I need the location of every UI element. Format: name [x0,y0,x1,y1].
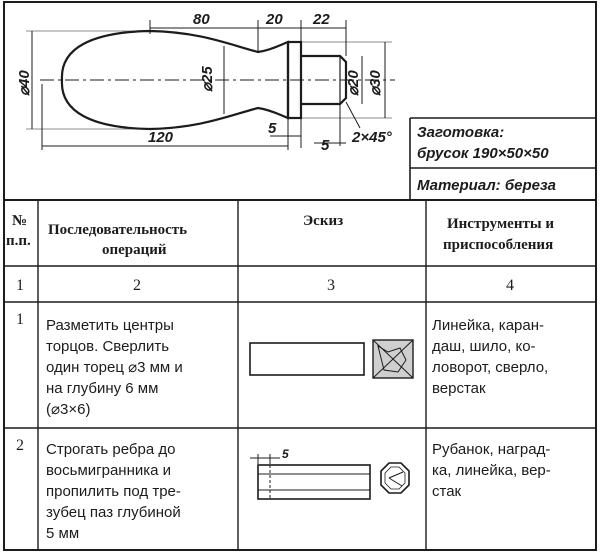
row1-no: 1 [16,311,24,328]
row1-tool-line1: Линейка, каран- [432,317,544,334]
material-label: Материал: береза [417,177,556,194]
header-tools-line2: приспособления [443,237,553,253]
row2-op-line5: 5 мм [46,525,79,542]
dim-5b: 5 [321,137,330,154]
row1-op-line5: (⌀3×6) [46,401,90,418]
header-no-line1: № [12,213,27,229]
row1-tool-line4: верстак [432,380,486,397]
dim-dia20: ⌀20 [345,70,362,96]
row1-sketch-end-view [372,339,414,379]
dim-dia30: ⌀30 [367,70,384,96]
chamfer-leader [345,101,361,129]
row2-tool-line1: Рубанок, наград- [432,441,550,458]
row2-op-line3: пропилить под тре- [46,483,181,500]
row2-sketch-dim: 5 [282,447,289,461]
row1-op-line3: один торец ⌀3 мм и [46,359,183,376]
operations-table: № п.п. Последовательность операций Эскиз… [4,199,596,550]
blank-value: брусок 190×50×50 [417,145,549,162]
row2-tool-line3: стак [432,483,462,500]
index-col-2: 2 [133,277,141,294]
row1-sketch-bar [249,342,365,376]
dim-chamfer: 2×45° [351,129,393,146]
row2-op-line4: зубец паз глубиной [46,504,181,521]
dim-20: 20 [265,11,283,28]
dim-120: 120 [148,129,174,146]
header-ops-line1: Последовательность [48,222,187,238]
blank-label: Заготовка: [417,124,504,141]
row1-op-line2: торцов. Сверлить [46,338,169,355]
row2-tool-line2: ка, линейка, вер- [432,462,551,479]
row2-op-line2: восьмигранника и [46,462,171,479]
dim-22: 22 [312,11,330,28]
row2-no: 2 [16,437,24,454]
dim-80: 80 [193,11,210,28]
row2-sketch-end-view [380,462,410,494]
row1-tool-line2: даш, шило, ко- [432,338,536,355]
info-boxes: Заготовка: брусок 190×50×50 Материал: бе… [409,117,596,200]
tenon [301,54,348,106]
outer-frame [3,1,597,551]
row1-tool-line3: ловорот, сверло, [432,359,548,376]
row2-op-line1: Строгать ребра до [46,441,175,458]
row1-op-line1: Разметить центры [46,317,174,334]
header-no-line2: п.п. [6,233,31,249]
row1-op-line4: на глубину 6 мм [46,380,158,397]
index-col-1: 1 [16,277,24,294]
row2-sketch-side-view: 5 [250,447,371,500]
index-col-3: 3 [327,277,335,294]
dim-dia40: ⌀40 [16,70,33,96]
header-tools-line1: Инструменты и [447,216,554,232]
handle-drawing: 80 20 22 120 5 5 2×45° ⌀40 ⌀25 ⌀20 ⌀30 [16,11,395,154]
header-ops-line2: операций [102,242,167,258]
collar [286,40,303,120]
dim-dia25: ⌀25 [199,66,216,92]
index-col-4: 4 [506,277,514,294]
dim-5a: 5 [268,120,277,137]
header-sketch: Эскиз [303,213,343,229]
